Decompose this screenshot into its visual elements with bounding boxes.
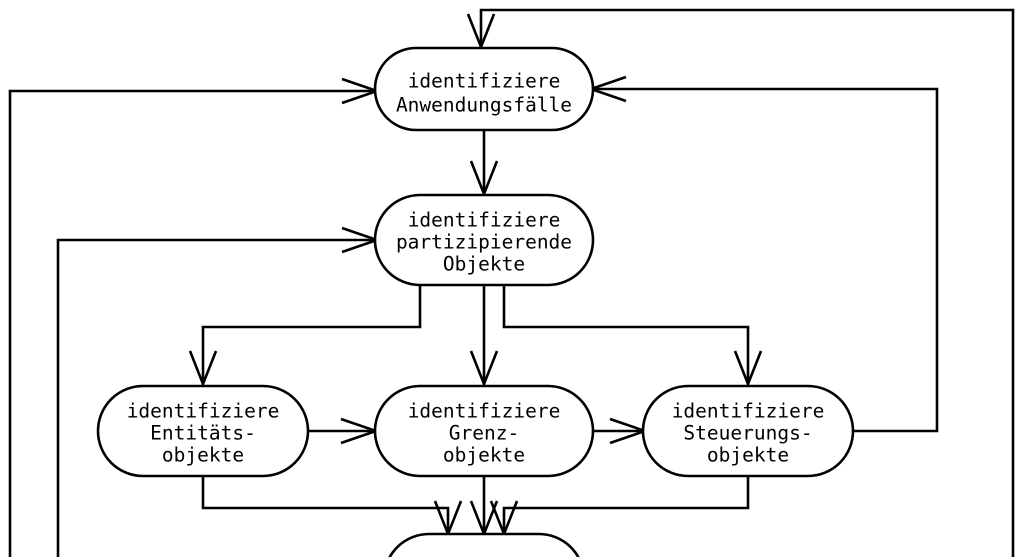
- arrowhead-into-grenz-top: [469, 350, 499, 388]
- node-steuerungsobjekte-label-line2: Steuerungs-: [683, 422, 812, 445]
- node-partizipierende-objekte-shape: [373, 193, 595, 287]
- node-steuerungsobjekte-label-line3: objekte: [707, 444, 789, 467]
- node-entitaetsobjekte-label-line2: Entitäts-: [150, 422, 256, 445]
- node-grenzobjekte-label-line3: objekte: [443, 444, 525, 467]
- node-partizipierende-label-line1: identifiziere: [408, 209, 561, 232]
- node-grenzobjekte-label-line1: identifiziere: [408, 400, 561, 423]
- edges-layer: [8, 8, 1015, 557]
- node-bottom-partial-shape: [388, 532, 580, 557]
- node-entitaetsobjekte[interactable]: identifiziere Entitäts- objekte: [96, 384, 310, 478]
- node-grenzobjekte-label-line2: Grenz-: [449, 422, 519, 445]
- node-anwendungsfaelle-label-line2: Anwendungsfälle: [396, 94, 572, 117]
- node-steuerungsobjekte[interactable]: identifiziere Steuerungs- objekte: [641, 384, 855, 478]
- nodes-layer: identifiziere Anwendungsfälle identifizi…: [96, 46, 855, 557]
- node-partizipierende-label-line2: partizipierende: [396, 231, 572, 254]
- node-entitaetsobjekte-shape: [96, 384, 310, 478]
- arrowhead-into-entitaets-top: [188, 350, 218, 388]
- node-anwendungsfaelle[interactable]: identifiziere Anwendungsfälle: [373, 46, 595, 132]
- edge-partizipierende-to-entitaets: [201, 286, 422, 383]
- node-partizipierende-label-line3: Objekte: [443, 253, 525, 276]
- edge-partizipierende-to-steuerungs: [502, 286, 750, 383]
- node-partizipierende-objekte[interactable]: identifiziere partizipierende Objekte: [373, 193, 595, 287]
- edge-feedback-left-outer: [8, 89, 376, 557]
- edge-steuerungs-to-bottom: [502, 476, 750, 533]
- edge-feedback-steuerungs-right: [592, 87, 939, 433]
- node-bottom-partial[interactable]: [384, 532, 584, 557]
- node-anwendungsfaelle-shape: [373, 46, 595, 132]
- arrowhead-into-steuerungs-top: [733, 350, 763, 388]
- node-entitaetsobjekte-label-line1: identifiziere: [127, 400, 280, 423]
- node-grenzobjekte-shape: [373, 384, 595, 478]
- edge-feedback-outer-right-top: [479, 8, 1015, 557]
- node-steuerungsobjekte-label-line1: identifiziere: [672, 400, 825, 423]
- edge-feedback-left-inner: [56, 238, 376, 557]
- node-steuerungsobjekte-shape: [641, 384, 855, 478]
- edge-entitaets-to-bottom: [201, 476, 450, 533]
- node-entitaetsobjekte-label-line3: objekte: [162, 444, 244, 467]
- node-grenzobjekte[interactable]: identifiziere Grenz- objekte: [373, 384, 595, 478]
- node-anwendungsfaelle-label-line1: identifiziere: [408, 70, 561, 93]
